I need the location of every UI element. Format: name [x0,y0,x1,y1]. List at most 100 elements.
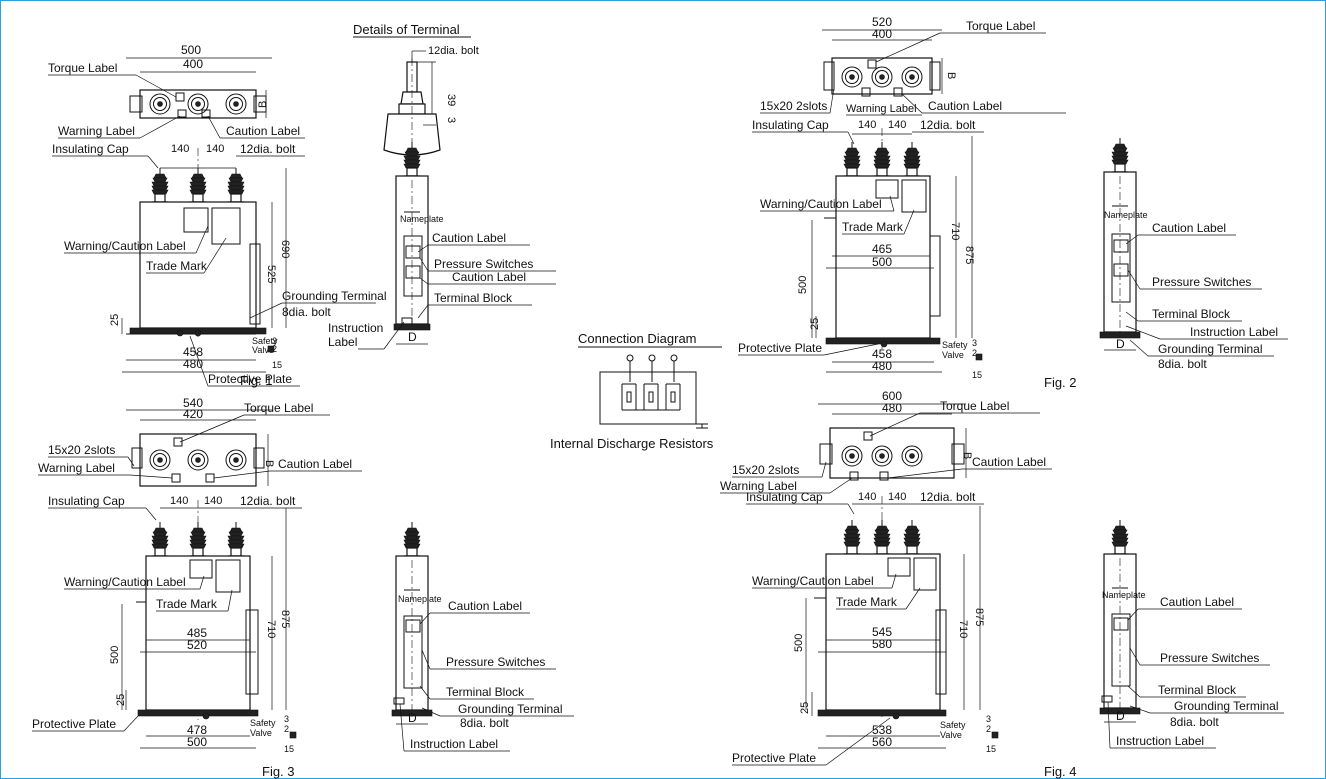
fig3-bolt-label: 12dia. bolt [240,494,296,508]
fig1-h525: 525 [265,265,277,283]
fig4-h875: 875 [973,608,985,626]
fig3-warning-caution: Warning/Caution Label [64,575,186,589]
fig2-b458: 458 [872,347,892,361]
fig3-h875: 875 [279,610,291,628]
fig3-terminal-block: Terminal Block [446,685,525,699]
fig4-b560: 560 [872,735,892,749]
fig2-trade-mark: Trade Mark [842,220,904,234]
fig3-dim-top-centers: 420 [183,407,203,421]
fig1-D: D [408,330,417,344]
fig1-dim-top-centers: 400 [183,57,203,71]
fig4-D: D [1116,709,1125,723]
fig2-w465: 465 [872,242,892,256]
fig2-dim-top-centers: 400 [872,27,892,41]
detail-dim-39: 39 [445,94,457,106]
fig1-safety: Safety [252,336,278,346]
fig1-B: B [257,101,269,108]
fig2-h500: 500 [797,276,809,294]
fig2-safety: Safety [942,340,968,350]
fig4-s2: 2 [986,724,991,734]
fig1-caution-label-side: Caution Label [432,231,506,245]
fig3-dim-top-width: 540 [183,396,203,410]
fig2-s2: 2 [972,348,977,358]
fig1-caution-label-2: Caution Label [452,270,526,284]
fig1-s3: 3 [272,336,277,346]
fig3-w485: 485 [187,626,207,640]
fig2-pressure-switches: Pressure Switches [1152,275,1251,289]
fig3-b500: 500 [187,735,207,749]
fig4-pitch-2: 140 [888,491,906,503]
fig1-torque-label: Torque Label [48,61,117,75]
fig4-title: Fig. 4 [1044,764,1077,779]
fig1-warning-caution: Warning/Caution Label [64,239,186,253]
fig1-bolt-label: 12dia. bolt [240,142,296,156]
fig3-caution-label: Caution Label [278,457,352,471]
fig1-grounding-terminal: Grounding Terminal [282,289,387,303]
fig1-label-word: Label [328,335,357,349]
fig4-warning-label: Warning Label [720,479,797,493]
fig2-warning-label: Warning Label [846,103,917,115]
fig1-warning-label: Warning Label [58,124,135,138]
fig2-valve: Valve [942,350,964,360]
fig3-d25: 25 [115,694,127,706]
fig3-trade-mark: Trade Mark [156,597,218,611]
fig2-pitch-2: 140 [888,119,906,131]
fig2-dim-top-width: 520 [872,15,892,29]
fig2-pitch-1: 140 [858,119,876,131]
fig3-instruction-label: Instruction Label [410,737,498,751]
fig3-pitch-1: 140 [170,495,188,507]
connection-diagram-box [599,371,697,425]
fig2-caution-label: Caution Label [928,99,1002,113]
fig2-warning-caution: Warning/Caution Label [760,197,882,211]
fig3-pitch-2: 140 [204,495,222,507]
fig-2: 520 400 B Torque Label 15x20 2slots Warn… [738,15,1288,390]
fig1-nameplate: Nameplate [400,214,444,224]
fig1-valve: Valve [252,345,274,355]
fig4-safety: Safety [940,720,966,730]
fig3-B: B [263,460,275,467]
fig4-terminal-block: Terminal Block [1158,683,1237,697]
fig1-caution-label: Caution Label [226,124,300,138]
connection-diagram-title: Connection Diagram [578,331,697,346]
fig4-w545: 545 [872,625,892,639]
fig4-B: B [961,452,973,459]
fig2-nameplate: Nameplate [1104,210,1148,220]
fig1-pressure-switches: Pressure Switches [434,257,533,271]
fig-4: 600 480 B Torque Label 15x20 2slots Warn… [720,389,1284,779]
fig2-slots: 15x20 2slots [760,99,827,113]
fig2-insulating-cap: Insulating Cap [752,118,829,132]
fig2-h875: 875 [963,246,975,264]
fig2-bolt-label: 12dia. bolt [920,118,976,132]
fig4-valve: Valve [940,730,962,740]
fig2-B: B [945,72,957,79]
fig3-insulating-cap: Insulating Cap [48,494,125,508]
internal-discharge-resistors: Internal Discharge Resistors [550,436,714,451]
fig1-instruction: Instruction [328,321,383,335]
fig-1: 500 400 B Torque Label Warning Label Cau… [48,43,556,388]
fig3-s3: 3 [284,714,289,724]
fig4-dim-top-width: 600 [882,389,902,403]
fig1-b458: 458 [183,345,203,359]
fig1-s15: 15 [272,360,282,370]
fig3-s15: 15 [284,744,294,754]
fig4-pitch-1: 140 [858,491,876,503]
fig3-h500: 500 [109,646,121,664]
fig2-bolt8: 8dia. bolt [1158,357,1207,371]
fig1-s2: 2 [272,344,277,354]
fig2-title: Fig. 2 [1044,375,1077,390]
fig4-protective-plate: Protective Plate [732,751,816,765]
fig4-insulating-cap: Insulating Cap [746,490,823,504]
fig1-protective-plate: Protective Plate [208,372,292,386]
fig3-h710: 710 [265,620,277,638]
fig4-grounding-terminal: Grounding Terminal [1174,699,1279,713]
fig3-warning-label: Warning Label [38,461,115,475]
fig3-torque-label: Torque Label [244,401,313,415]
details-of-terminal-title: Details of Terminal [353,22,460,37]
fig3-s2: 2 [284,724,289,734]
fig3-slots: 15x20 2slots [48,443,115,457]
fig2-protective-plate: Protective Plate [738,341,822,355]
fig4-caution-label-side: Caution Label [1160,595,1234,609]
fig1-b480: 480 [183,357,203,371]
fig1-title: Fig. 1 [240,373,273,388]
fig4-h710: 710 [957,620,969,638]
